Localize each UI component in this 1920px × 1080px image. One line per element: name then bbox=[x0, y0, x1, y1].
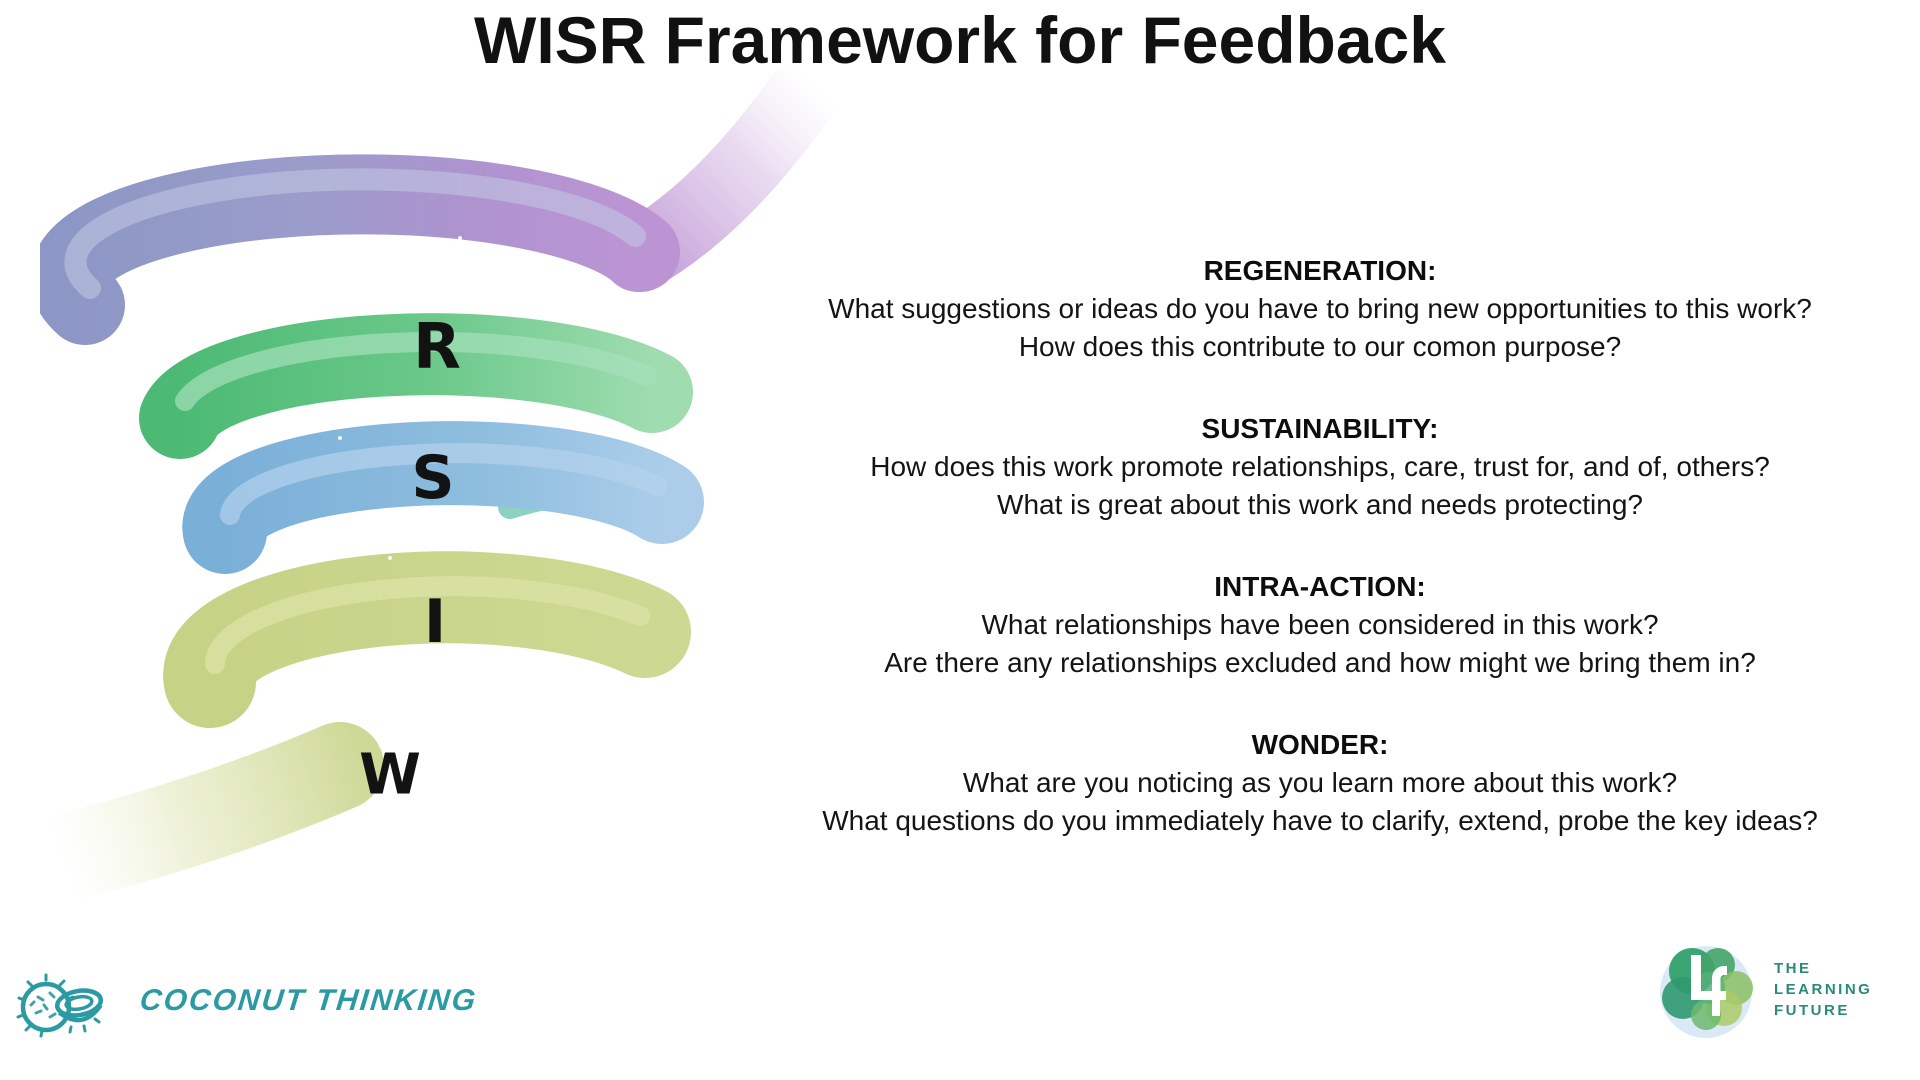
lf-word-learning: LEARNING bbox=[1774, 981, 1873, 998]
band-s-highlight bbox=[175, 331, 657, 411]
section-line: How does this contribute to our comon pu… bbox=[1018, 331, 1622, 362]
funnel-spiral-illustration bbox=[11, 62, 836, 904]
section-line: What is great about this work and needs … bbox=[997, 489, 1643, 520]
band-w-highlight bbox=[205, 576, 650, 674]
section-sustainability: SUSTAINABILITY: How does this work promo… bbox=[702, 410, 1920, 524]
learning-future-wordmark: THE LEARNING FUTURE bbox=[1774, 958, 1872, 1021]
funnel-letter-w: W bbox=[359, 742, 421, 808]
section-heading: WONDER: bbox=[1251, 729, 1389, 760]
lf-word-the: THE bbox=[1774, 960, 1812, 977]
funnel-letter-s: S bbox=[411, 443, 455, 513]
section-heading: INTRA-ACTION: bbox=[1214, 571, 1426, 602]
section-wonder: WONDER: What are you noticing as you lea… bbox=[702, 726, 1920, 840]
section-heading: REGENERATION: bbox=[1203, 255, 1437, 286]
section-regeneration: REGENERATION: What suggestions or ideas … bbox=[702, 252, 1920, 366]
framework-text-column: REGENERATION: What suggestions or ideas … bbox=[702, 252, 1920, 884]
section-line: How does this work promote relationships… bbox=[870, 451, 1770, 482]
section-line: What questions do you immediately have t… bbox=[822, 805, 1818, 836]
page-title: WISR Framework for Feedback bbox=[474, 3, 1446, 77]
wisr-funnel-graphic bbox=[11, 60, 860, 904]
section-line: What are you noticing as you learn more … bbox=[962, 767, 1678, 798]
funnel-letter-i: I bbox=[423, 587, 447, 657]
section-line: What suggestions or ideas do you have to… bbox=[828, 293, 1812, 324]
section-intra-action: INTRA-ACTION: What relationships have be… bbox=[702, 568, 1920, 682]
learning-future-logo-icon bbox=[1660, 946, 1753, 1038]
section-line: Are there any relationships excluded and… bbox=[884, 647, 1756, 678]
lf-monogram bbox=[1691, 955, 1727, 1016]
section-line: What relationships have been considered … bbox=[981, 609, 1659, 640]
band-w-tail bbox=[11, 722, 384, 904]
band-i-highlight bbox=[220, 443, 667, 525]
band-r-highlight bbox=[64, 168, 646, 299]
lf-word-future: FUTURE bbox=[1774, 1002, 1850, 1019]
coconut-thinking-brand: COCONUT THINKING bbox=[138, 984, 479, 1017]
section-heading: SUSTAINABILITY: bbox=[1201, 413, 1439, 444]
coconut-icon bbox=[16, 973, 104, 1038]
funnel-letter-r: R bbox=[413, 309, 461, 383]
sparkle-dots bbox=[288, 236, 542, 702]
